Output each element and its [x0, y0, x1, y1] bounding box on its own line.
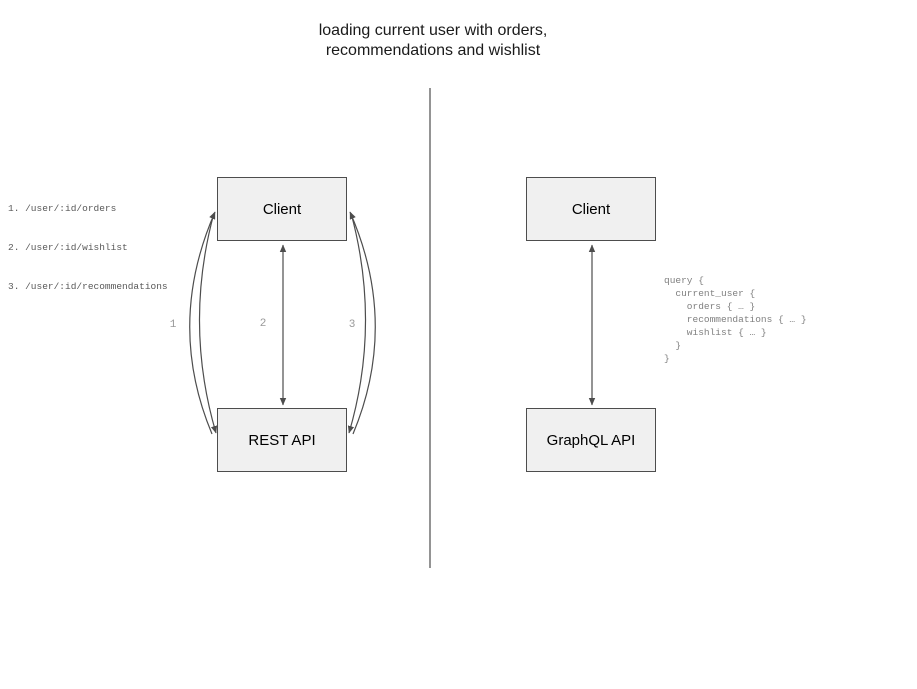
graphql-api-box-label: GraphQL API	[546, 431, 636, 449]
rest-endpoint-list: 1. /user/:id/orders 2. /user/:id/wishlis…	[8, 176, 168, 319]
diagram-title: loading current user with orders, recomm…	[0, 21, 866, 61]
rest-endpoint-recommendations: 3. /user/:id/recommendations	[8, 281, 168, 292]
arrow-label-1: 1	[169, 319, 177, 331]
rest-api-box-label: REST API	[248, 431, 316, 449]
diagram-title-line1: loading current user with orders,	[318, 22, 548, 39]
rest-arrow-1-request-curve	[198, 212, 218, 434]
graphql-api-box: GraphQL API	[526, 408, 656, 472]
graphql-query-snippet: query { current_user { orders { … } reco…	[664, 275, 807, 364]
rest-endpoint-wishlist: 2. /user/:id/wishlist	[8, 242, 128, 253]
client-box-graphql-side-label: Client	[571, 200, 611, 218]
arrow-label-2: 2	[259, 318, 267, 330]
client-box-graphql-side: Client	[526, 177, 656, 241]
rest-api-box: REST API	[217, 408, 347, 472]
client-box-rest-side-label: Client	[262, 200, 302, 218]
diagram-title-line2: recommendations and wishlist	[325, 42, 541, 59]
rest-arrow-1-response-curve	[189, 211, 216, 435]
client-box-rest-side: Client	[217, 177, 347, 241]
rest-endpoint-orders: 1. /user/:id/orders	[8, 203, 117, 214]
arrow-label-3: 3	[348, 319, 356, 331]
